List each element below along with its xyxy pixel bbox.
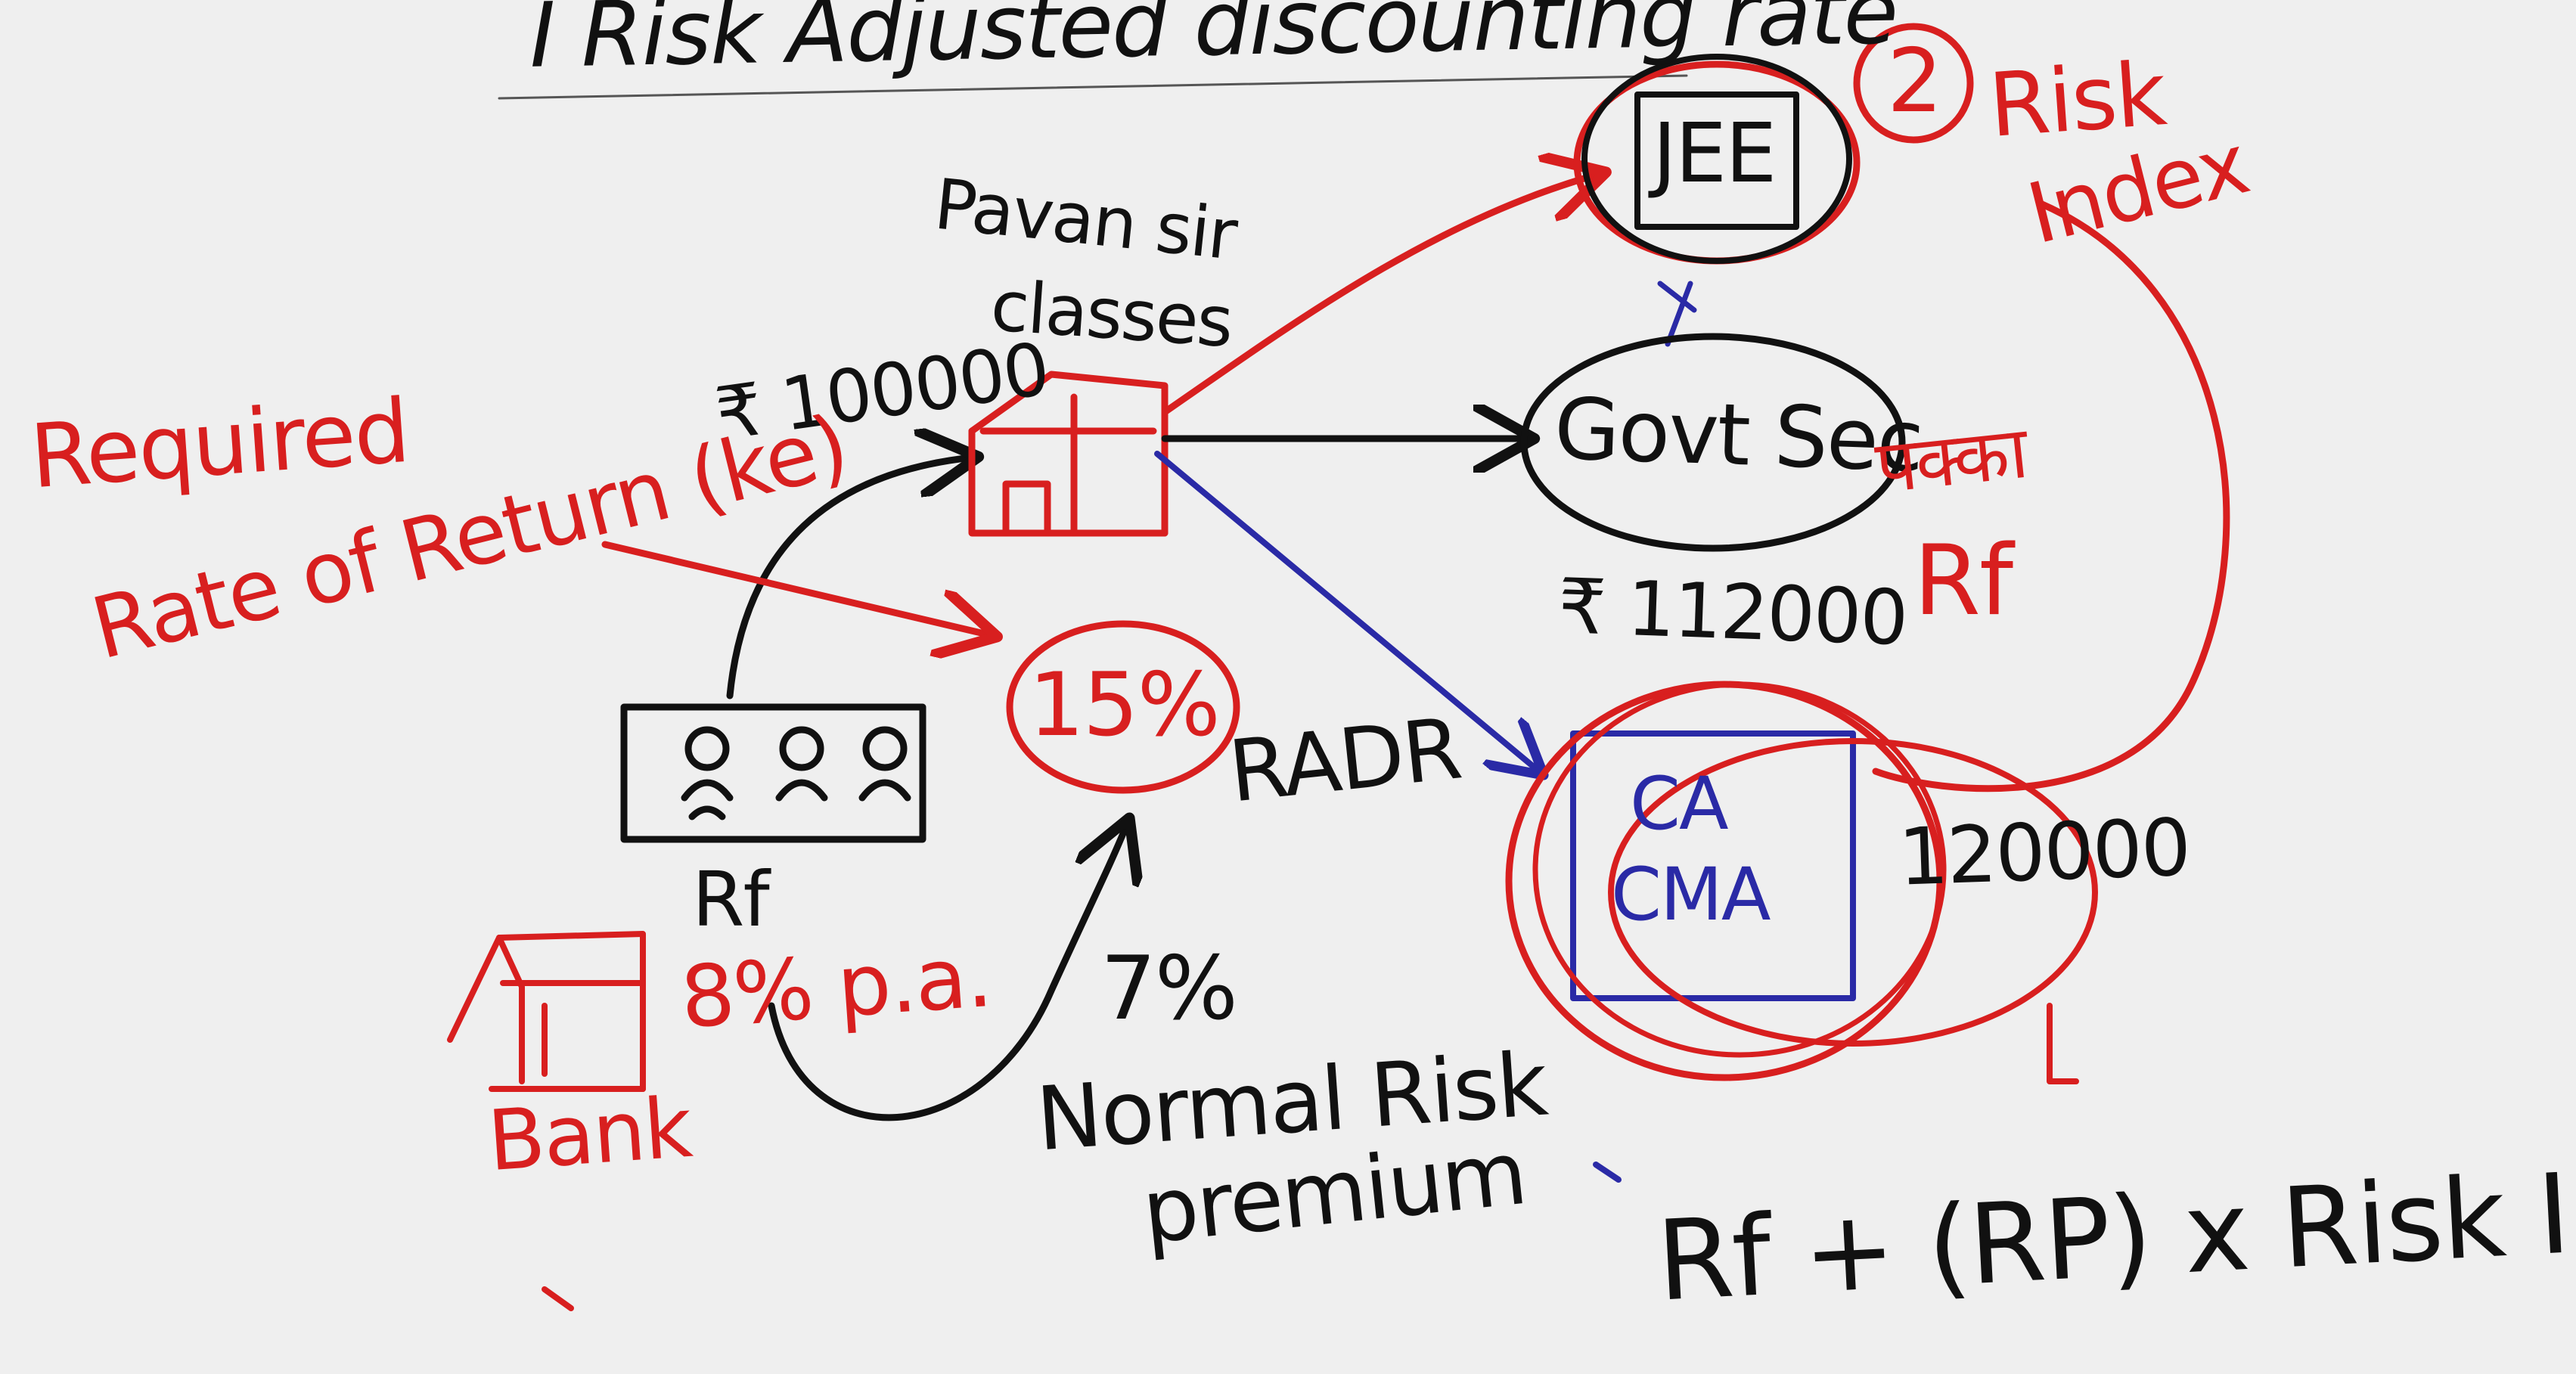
arrow-company-to-ca (1154, 451, 1539, 771)
investors-box (620, 703, 926, 843)
bank-label: Bank (484, 1078, 694, 1190)
ca-line2: CMA (1611, 852, 1771, 937)
govt-sec-ellipse (1520, 333, 1906, 552)
ca-amount: 120000 (1896, 801, 2192, 904)
bank-rate: 8% p.a. (677, 927, 995, 1048)
radr-label: RADR (1224, 699, 1465, 822)
radr-circle (1006, 620, 1240, 794)
jee-risk-number: 2 (1887, 30, 1943, 132)
govt-sec-label: Govt Sec (1552, 380, 1924, 492)
ca-ellipse-3 (1608, 738, 2098, 1047)
jee-box (1634, 91, 1799, 230)
bank-building (447, 931, 646, 1092)
required-return-line1: Required (26, 380, 412, 509)
tick-mark-3 (542, 1286, 574, 1311)
risk-index-line1: Risk (1985, 43, 2168, 157)
ca-box (1570, 730, 1856, 1001)
heading-underline (498, 74, 1688, 100)
tick-mark-2 (1593, 1162, 1622, 1183)
investors-label: Rf (692, 855, 770, 944)
govt-sec-amount: ₹ 112000 (1556, 561, 1909, 663)
risk-index-loop (1872, 200, 2230, 792)
jee-risk-circle (1853, 23, 1974, 144)
blue-cross-mark (1657, 281, 1697, 347)
govt-sec-rf: Rf (1913, 525, 2013, 637)
arrow-bank-to-radr (768, 824, 1127, 1121)
jee-ellipse-outer (1581, 54, 1852, 264)
premium-value: 7% (1100, 938, 1238, 1040)
ca-line1: CA (1630, 761, 1729, 846)
tick-mark-1 (2047, 1003, 2079, 1084)
radr-value: 15% (1029, 654, 1221, 756)
ca-ellipse-2 (1532, 681, 1947, 1058)
arrow-required-to-radr (601, 541, 991, 635)
arrow-investors-to-company (726, 457, 972, 699)
jee-label: JEE (1653, 107, 1777, 201)
arrow-company-to-jee (1161, 174, 1600, 416)
govt-sec-hindi: पक्का (1871, 409, 2031, 510)
